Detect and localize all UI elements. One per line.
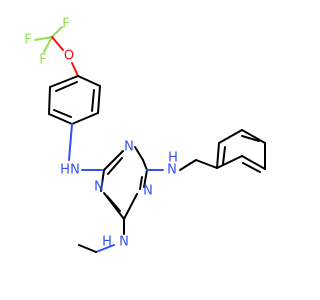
bond-aryl-5 [48,86,51,115]
label-f-mid: F [39,53,46,68]
label-f-top: F [62,17,69,32]
bond-tri-2 [134,146,144,161]
molecule-structure: F F F O N H N N N N H N H [24,17,266,253]
bond-ph-4-inner [241,135,260,142]
bond-c-o [51,36,64,51]
label-nh-aryl-h: H [60,163,70,178]
bond-ph-6 [216,142,220,169]
label-n-ring-top: N [124,140,134,155]
bond-tri-7 [100,169,105,192]
bond-aryl-3 [71,112,99,125]
bond-ph-2 [241,155,266,170]
bond-c-f-left [34,36,53,41]
bond-ph-5 [218,129,243,144]
bond-methyl [78,244,97,253]
label-o: O [64,49,74,64]
bond-ch2-phenyl [195,159,218,169]
label-nh-methyl-h: H [102,235,112,250]
bond-ph-6-inner [222,146,226,165]
molecule-diagram: F F F O N H N N N N H N H [24,17,266,253]
bond-c-f-mid [43,36,53,53]
label-n-ring-right: N [143,184,153,199]
bond-aryl-4 [48,113,73,125]
bond-aryl-6 [49,75,79,88]
label-n-ring-left: N [94,180,104,195]
bond-tri-3 [142,159,148,171]
bond-ph-2-inner [242,162,261,173]
bond-aryl-2 [97,85,101,114]
bond-tri-1 [103,150,124,171]
bond-o-aryl [71,62,79,77]
bond-ph-1 [216,155,243,169]
bond-aryl-6-inner [55,81,78,92]
bond-aryl-4-inner [53,109,72,118]
label-nh-benzyl-n: N [167,163,177,178]
bond-tri-1-inner [107,157,123,175]
bond-nh-ch2 [179,159,197,171]
label-nh-benzyl-h: H [168,151,178,166]
bond-nh-methyl [95,244,115,253]
bond-ph-4 [241,129,266,144]
bond-tri-6-inner [106,195,121,212]
bond-c-f-top [51,26,63,38]
bond-aryl-nh [68,123,73,161]
bond-aryl-2-inner [91,89,95,112]
bond-tri-4 [143,169,148,188]
bond-tri-5 [123,193,138,220]
label-f-left: F [24,33,31,48]
bond-aryl-1 [77,75,101,87]
bond-tri-4-inner [139,176,143,190]
label-nh-aryl-n: N [70,163,80,178]
label-nh-methyl-n: N [119,235,129,250]
